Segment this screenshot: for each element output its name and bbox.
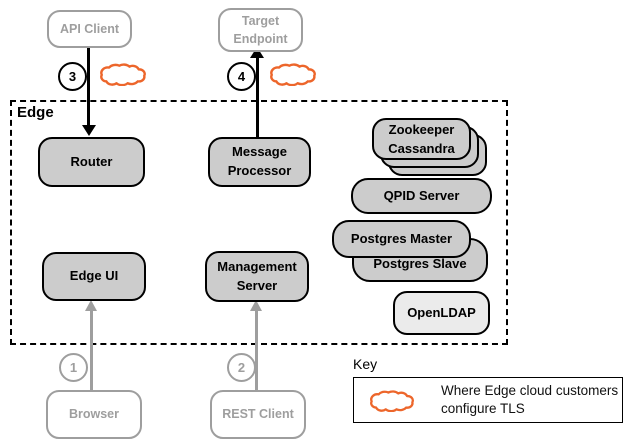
- management-server-label-line2: Server: [236, 277, 278, 293]
- arrowhead-down-icon: [81, 125, 96, 136]
- cassandra-label: Cassandra: [388, 141, 455, 156]
- tls-cloud-icon: [267, 62, 319, 86]
- key-description: Where Edge cloud customers configure TLS: [441, 382, 618, 418]
- message-processor-node: Message Processor: [208, 137, 311, 187]
- management-server-node: Management Server: [205, 251, 309, 302]
- key-description-line2: configure TLS: [441, 401, 525, 416]
- step-1-number: 1: [69, 360, 78, 375]
- step-2-badge: 2: [227, 353, 256, 382]
- step-3-badge: 3: [58, 62, 87, 91]
- tls-cloud-icon: [367, 389, 417, 412]
- openldap-node: OpenLDAP: [393, 291, 490, 335]
- qpid-server-label: QPID Server: [383, 187, 460, 203]
- postgres-master-label: Postgres Master: [350, 230, 453, 246]
- edge-boundary-box: [10, 100, 508, 345]
- arrow-rest-client-to-management-server: [254, 310, 258, 390]
- management-server-label-line1: Management: [217, 258, 297, 274]
- arrow-message-processor-to-target: [255, 56, 259, 138]
- arrowhead-up-icon: [250, 47, 264, 58]
- edge-ui-node: Edge UI: [42, 252, 146, 301]
- openldap-label: OpenLDAP: [407, 304, 476, 320]
- key-cloud-slot: [367, 389, 417, 412]
- rest-client-node: REST Client: [210, 390, 306, 439]
- browser-label: Browser: [68, 407, 120, 422]
- target-endpoint-node: Target Endpoint: [218, 8, 303, 52]
- key-legend-box: Where Edge cloud customers configure TLS: [353, 377, 623, 423]
- edge-ui-label: Edge UI: [69, 268, 119, 284]
- target-endpoint-label-line1: Target: [241, 13, 280, 28]
- step-1-badge: 1: [59, 353, 88, 382]
- arrowhead-up-icon: [249, 300, 262, 311]
- zookeeper-label: Zookeeper: [388, 121, 455, 137]
- target-endpoint-label-line2: Endpoint: [233, 32, 288, 46]
- api-client-node: API Client: [47, 10, 132, 48]
- browser-node: Browser: [46, 390, 142, 439]
- router-node: Router: [38, 137, 145, 187]
- step-2-number: 2: [237, 360, 246, 375]
- key-description-line1: Where Edge cloud customers: [441, 382, 619, 398]
- api-client-label: API Client: [59, 21, 120, 36]
- tls-cloud-icon: [97, 62, 149, 86]
- router-label: Router: [70, 153, 113, 169]
- step-3-number: 3: [68, 69, 77, 84]
- qpid-server-node: QPID Server: [351, 178, 492, 214]
- arrow-api-client-to-router: [87, 44, 90, 128]
- step-4-badge: 4: [227, 62, 256, 91]
- key-title: Key: [353, 356, 378, 372]
- message-processor-label-line1: Message: [232, 144, 287, 160]
- rest-client-label: REST Client: [222, 407, 294, 422]
- postgres-master-node: Postgres Master: [332, 220, 471, 258]
- zookeeper-cassandra-node: Zookeeper Cassandra: [372, 118, 471, 160]
- postgres-slave-label: Postgres Slave: [373, 256, 467, 272]
- edge-boundary-label: Edge: [17, 104, 54, 121]
- message-processor-label-line2: Processor: [227, 163, 292, 178]
- arrowhead-up-icon: [84, 300, 97, 311]
- arrow-browser-to-edge-ui: [89, 310, 93, 390]
- step-4-number: 4: [237, 69, 246, 84]
